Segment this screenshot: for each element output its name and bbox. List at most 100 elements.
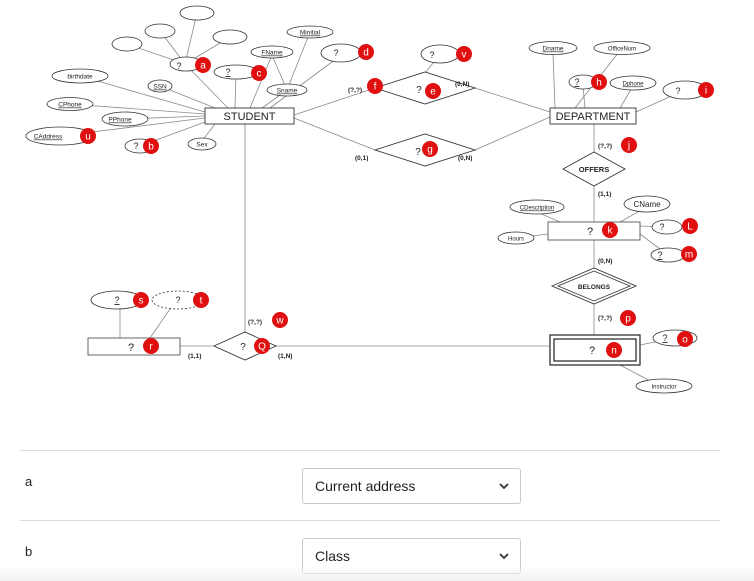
marker-n: n	[606, 342, 622, 358]
svg-text:Minitial: Minitial	[300, 30, 321, 37]
marker-Q: Q	[254, 338, 270, 354]
marker-o: o	[677, 331, 693, 347]
svg-text:u: u	[85, 132, 91, 143]
chevron-down-icon	[499, 483, 509, 490]
marker-f: f	[367, 78, 383, 94]
marker-L: L	[682, 218, 698, 234]
svg-text:(?,?): (?,?)	[348, 87, 362, 94]
marker-s: s	[133, 292, 149, 308]
svg-text:a: a	[200, 61, 206, 72]
question-label-a: a	[25, 474, 33, 489]
svg-text:s: s	[139, 296, 144, 307]
svg-text:i: i	[705, 86, 707, 97]
svg-text:STUDENT: STUDENT	[224, 111, 276, 123]
question-label-b: b	[25, 544, 33, 559]
marker-d: d	[358, 44, 374, 60]
svg-text:FName: FName	[261, 50, 283, 57]
svg-text:d: d	[363, 48, 369, 59]
svg-text:?: ?	[675, 86, 680, 96]
weak-entity-unknown: ?	[549, 334, 641, 366]
marker-k: k	[602, 222, 618, 238]
marker-b: b	[143, 138, 159, 154]
svg-text:PPhone: PPhone	[108, 117, 132, 124]
svg-text:c: c	[257, 69, 262, 80]
relationship-offers: OFFERS	[562, 151, 626, 187]
marker-j: j	[621, 137, 637, 153]
chevron-down-icon	[499, 553, 509, 560]
svg-text:CAddress: CAddress	[34, 134, 63, 141]
svg-text:m: m	[685, 250, 693, 261]
svg-text:?: ?	[657, 250, 662, 260]
marker-m: m	[681, 246, 697, 262]
svg-text:g: g	[427, 145, 433, 156]
row-divider	[20, 450, 720, 451]
svg-text:OfficeNum: OfficeNum	[608, 47, 636, 53]
svg-text:j: j	[627, 141, 630, 152]
attribute-labels: birthdate CPhone CAddress PPhone SSN Sex…	[34, 30, 681, 391]
svg-text:h: h	[596, 78, 602, 89]
svg-text:?: ?	[659, 222, 664, 232]
svg-text:?: ?	[587, 226, 593, 238]
answer-select-a[interactable]: Current address	[302, 468, 521, 504]
svg-text:n: n	[611, 346, 617, 357]
svg-text:(0,N): (0,N)	[455, 81, 469, 88]
marker-v: v	[456, 46, 472, 62]
connector-lines	[59, 12, 686, 387]
svg-text:?: ?	[429, 50, 434, 60]
svg-text:(1,N): (1,N)	[278, 353, 292, 360]
svg-text:(?,?): (?,?)	[598, 143, 612, 150]
relationship-e: ?	[373, 71, 477, 105]
row-divider	[20, 520, 720, 521]
svg-text:(1,1): (1,1)	[598, 191, 611, 198]
marker-g: g	[422, 141, 438, 157]
svg-text:v: v	[462, 50, 467, 61]
marker-p: p	[620, 310, 636, 326]
answer-select-b-value: Class	[315, 548, 351, 564]
svg-text:?: ?	[415, 147, 421, 158]
svg-text:b: b	[148, 142, 154, 153]
svg-text:OFFERS: OFFERS	[579, 165, 609, 174]
marker-t: t	[193, 292, 209, 308]
svg-text:CPhone: CPhone	[58, 102, 82, 109]
svg-text:?: ?	[416, 85, 422, 96]
svg-text:Dphone: Dphone	[622, 82, 644, 88]
svg-text:SSN: SSN	[153, 84, 167, 91]
marker-i: i	[698, 82, 714, 98]
svg-text:?: ?	[240, 342, 246, 353]
cardinalities: (?,?) (0,N) (0,1) (0,N) (?,?) (1,1) (0,N…	[188, 81, 612, 360]
svg-text:CName: CName	[633, 200, 661, 209]
answer-select-a-value: Current address	[315, 478, 416, 494]
marker-e: e	[425, 83, 441, 99]
svg-text:k: k	[608, 226, 614, 237]
svg-text:p: p	[625, 314, 631, 325]
svg-text:(?,?): (?,?)	[248, 319, 262, 326]
svg-text:?: ?	[225, 67, 230, 77]
svg-text:DEPARTMENT: DEPARTMENT	[556, 111, 631, 123]
svg-text:Sex: Sex	[196, 142, 208, 149]
svg-text:birthdate: birthdate	[67, 74, 93, 81]
svg-text:Dname: Dname	[543, 46, 564, 53]
svg-text:?: ?	[662, 333, 667, 343]
markers: a b c d e f g h i j k Lm n o pQr s t u v w	[80, 44, 714, 358]
svg-text:?: ?	[176, 61, 181, 71]
svg-text:?: ?	[574, 77, 579, 87]
svg-text:(0,N): (0,N)	[458, 155, 472, 162]
entity-course-unknown: ?	[547, 221, 641, 241]
svg-text:Sname: Sname	[277, 88, 298, 95]
marker-w: w	[272, 312, 288, 328]
entity-department: DEPARTMENT	[549, 107, 637, 125]
marker-r: r	[143, 338, 159, 354]
svg-text:?: ?	[114, 295, 119, 305]
svg-text:e: e	[430, 87, 436, 98]
relationship-belongs: BELONGS	[550, 267, 638, 305]
svg-text:f: f	[374, 82, 377, 93]
svg-text:r: r	[149, 342, 153, 353]
svg-text:?: ?	[175, 295, 180, 305]
svg-text:?: ?	[133, 141, 138, 151]
svg-text:t: t	[200, 296, 203, 307]
svg-text:o: o	[682, 335, 688, 346]
entity-left-unknown: ?	[87, 337, 181, 356]
svg-text:Hours: Hours	[508, 237, 524, 243]
marker-c: c	[251, 65, 267, 81]
svg-text:BELONGS: BELONGS	[578, 284, 611, 291]
